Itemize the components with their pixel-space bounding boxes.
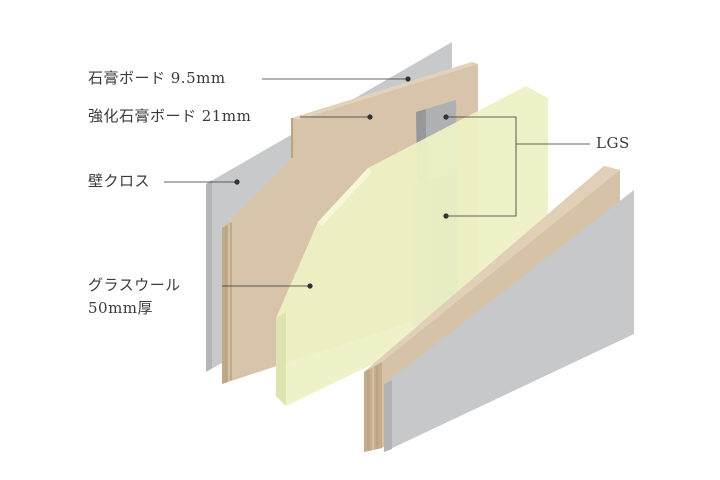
leader-line-lgs xyxy=(446,116,517,217)
label-gypsum-board: 石膏ボード 9.5mm xyxy=(88,69,226,87)
label-glass-wool-thickness: 50mm厚 xyxy=(88,299,154,317)
leader-dots xyxy=(234,76,449,289)
leader-lines xyxy=(164,78,590,287)
leader-dot-lgs-bottom xyxy=(443,213,449,219)
leader-dot-lgs-top xyxy=(443,114,449,120)
label-reinforced-gypsum-board: 強化石膏ボード 21mm xyxy=(88,107,252,125)
leader-dot-glass-wool xyxy=(307,283,313,289)
glass-wool-batt xyxy=(276,86,548,406)
front-gypsum-board xyxy=(384,190,634,452)
leader-dot-gypsum-board xyxy=(405,76,411,82)
label-lgs: LGS xyxy=(596,134,630,152)
leader-dot-reinforced-board xyxy=(367,114,373,120)
label-wall-cloth: 壁クロス xyxy=(88,172,151,190)
label-glass-wool: グラスウール xyxy=(88,276,181,294)
leader-dot-wall-cloth xyxy=(234,179,240,185)
